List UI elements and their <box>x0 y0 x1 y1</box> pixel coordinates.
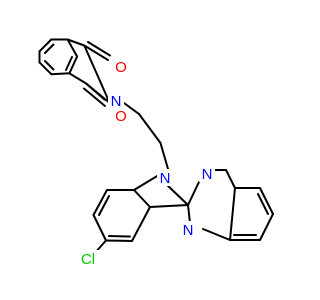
molecule-diagram: O O N N N N Cl <box>38 38 274 268</box>
chlorine-label: Cl <box>81 251 95 268</box>
atom-n-lower: N <box>180 221 196 239</box>
nitrogen-imide-label: N <box>111 93 122 110</box>
atom-chlorine: Cl <box>76 250 100 268</box>
oxygen-bottom-label: O <box>115 108 127 125</box>
atom-n-indole: N <box>157 169 173 187</box>
nitrogen-upper-label: N <box>202 166 213 183</box>
atom-n-upper: N <box>199 165 215 183</box>
atom-n-imide: N <box>108 92 124 110</box>
atom-o-bottom: O <box>114 107 128 125</box>
atom-o-top: O <box>114 58 128 76</box>
nitrogen-lower-label: N <box>183 222 194 239</box>
oxygen-top-label: O <box>115 59 127 76</box>
bond-lines <box>38 38 274 255</box>
nitrogen-indole-label: N <box>160 170 171 187</box>
